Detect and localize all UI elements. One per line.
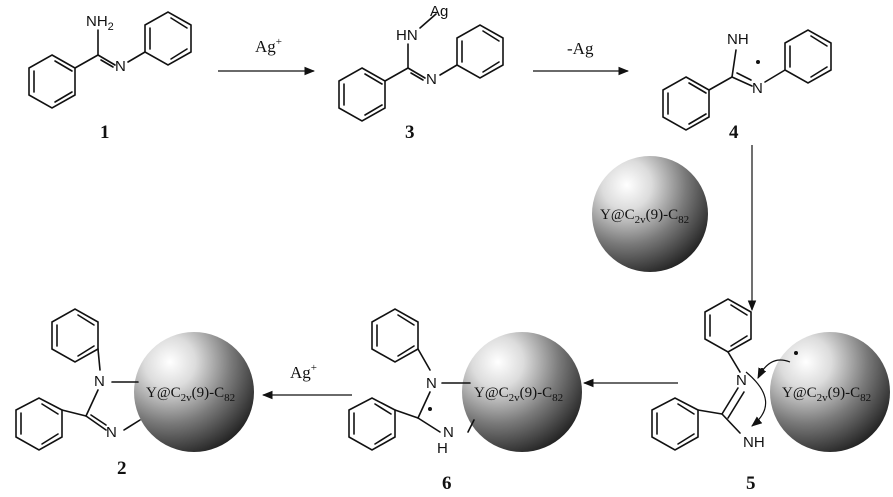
reagent-ag-plus-2: Ag+ <box>290 362 317 382</box>
atom-n: N <box>426 375 437 392</box>
fullerene-reagent: Y@C2v(9)-C82 <box>592 156 708 272</box>
atom-n: N <box>736 372 747 389</box>
fullerene-label: Y@C2v(9)-C82 <box>600 207 689 226</box>
compound-label-2: 2 <box>117 458 127 479</box>
atom-n: N <box>443 424 454 441</box>
atom-h: H <box>437 440 448 457</box>
curved-arrow <box>745 371 767 427</box>
fullerene-label: Y@C2v(9)-C82 <box>146 385 235 404</box>
compound-3: HN Ag N <box>338 3 504 122</box>
fullerene-label: Y@C2v(9)-C82 <box>474 385 563 404</box>
radical-dot <box>794 351 798 355</box>
atom-hn: HN <box>396 27 418 44</box>
fullerene-sphere <box>462 332 582 452</box>
fullerene-sphere <box>592 156 708 272</box>
atom-n: N <box>106 424 117 441</box>
fullerene-sphere <box>134 332 254 452</box>
compound-label-1: 1 <box>100 122 110 143</box>
radical-dot <box>428 407 432 411</box>
fullerene-label: Y@C2v(9)-C82 <box>782 385 871 404</box>
compound-2: Y@C2v(9)-C82 N N <box>15 308 254 452</box>
atom-nh2: NH2 <box>86 13 114 33</box>
reagent-ag-plus-1: Ag+ <box>255 36 282 56</box>
compound-label-4: 4 <box>729 122 739 143</box>
reagent-minus-ag: -Ag <box>567 39 594 58</box>
atom-nh: NH <box>743 434 765 451</box>
atom-n: N <box>426 71 437 88</box>
fullerene-sphere <box>770 332 890 452</box>
compound-label-3: 3 <box>405 122 415 143</box>
curved-arrow <box>757 359 791 379</box>
compound-1: NH2 N <box>28 11 192 109</box>
compound-label-5: 5 <box>746 473 756 494</box>
radical-dot <box>756 60 760 64</box>
compound-6: Y@C2v(9)-C82 N N H <box>348 308 582 457</box>
compound-label-6: 6 <box>442 473 452 494</box>
compound-4: NH N <box>662 29 832 131</box>
atom-n: N <box>94 373 105 390</box>
atom-n: N <box>115 58 126 75</box>
atom-nh: NH <box>727 31 749 48</box>
atom-ag: Ag <box>430 3 448 20</box>
atom-n: N <box>752 80 763 97</box>
compound-5: Y@C2v(9)-C82 N NH <box>651 298 890 452</box>
